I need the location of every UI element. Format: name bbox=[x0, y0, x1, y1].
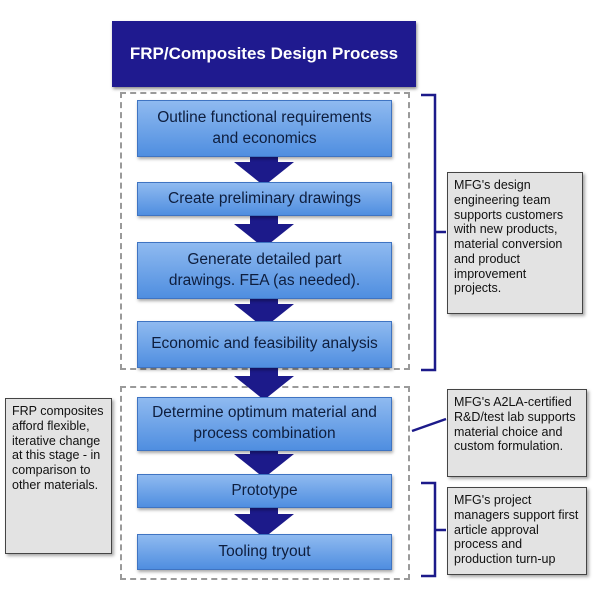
arrow-5-to-6 bbox=[234, 440, 294, 478]
step-feasibility-analysis: Economic and feasibility analysis bbox=[137, 321, 392, 368]
step-tooling-tryout: Tooling tryout bbox=[137, 534, 392, 570]
arrow-6-to-7 bbox=[234, 500, 294, 538]
design-team-note: MFG's design engineering team supports c… bbox=[447, 172, 583, 314]
step-outline-requirements: Outline functional requirements and econ… bbox=[137, 100, 392, 157]
design-phase-bracket bbox=[421, 93, 446, 372]
lab-connector-line bbox=[411, 417, 447, 433]
arrow-1-to-2 bbox=[234, 148, 294, 186]
diagram-title: FRP/Composites Design Process bbox=[112, 21, 416, 87]
step-detailed-drawings: Generate detailed part drawings. FEA (as… bbox=[137, 242, 392, 299]
arrow-4-to-5 bbox=[234, 362, 294, 400]
frp-flexibility-note: FRP composites afford flexible, iterativ… bbox=[5, 398, 112, 554]
lab-note: MFG's A2LA-certified R&D/test lab suppor… bbox=[447, 389, 587, 477]
arrow-3-to-4 bbox=[234, 290, 294, 328]
prototype-phase-bracket bbox=[421, 481, 446, 578]
step-optimum-material: Determine optimum material and process c… bbox=[137, 397, 392, 451]
arrow-2-to-3 bbox=[234, 210, 294, 248]
project-managers-note: MFG's project managers support first art… bbox=[447, 487, 587, 575]
step-preliminary-drawings: Create preliminary drawings bbox=[137, 182, 392, 216]
step-prototype: Prototype bbox=[137, 474, 392, 508]
